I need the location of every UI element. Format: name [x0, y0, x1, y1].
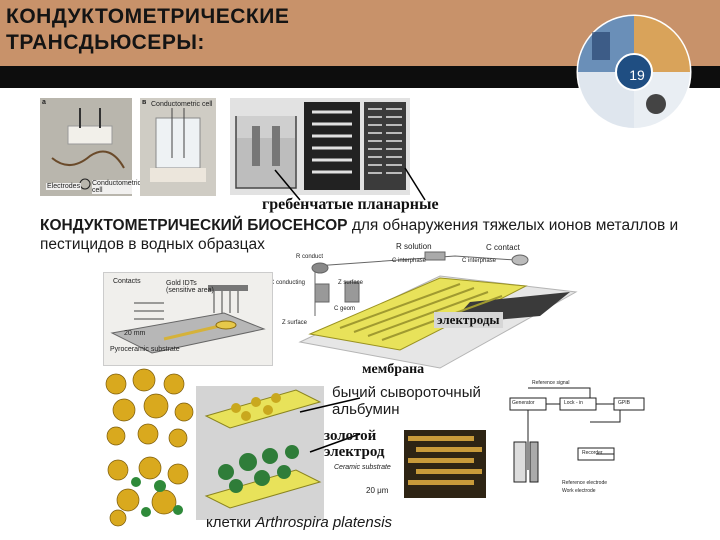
recorder-label: Recorder: [582, 450, 603, 456]
pointer-arrows-icon: [299, 397, 361, 453]
generator-label: Generator: [512, 400, 535, 406]
reference-electrode-label: Reference electrode: [562, 480, 608, 486]
globe-logo-icon: [576, 14, 692, 130]
c-geom-label: C geom: [334, 306, 356, 312]
albumin-label: бычий сывороточный альбумин: [332, 384, 481, 418]
idt-length-label: 20 mm: [124, 330, 146, 337]
comb-planar-caption: гребенчатые планарные: [262, 196, 439, 213]
biosensor-heading: КОНДУКТОМЕТРИЧЕСКИЙ БИОСЕНСОР для обнару…: [40, 216, 680, 254]
panel-a-label-left: Electrodes: [46, 183, 82, 190]
electrode-3d-icon: [196, 386, 324, 520]
cells-label: клетки Arthrospira platensis: [206, 514, 392, 531]
microscope-image: [404, 430, 486, 498]
protein-albumin-image: [98, 366, 198, 448]
arrows-icon: [274, 167, 426, 201]
idt-gold-label: Gold IDTs (sensitive area): [166, 280, 214, 294]
microscope-comb-icon: [404, 430, 486, 498]
c-interphase-left: C interphase: [392, 258, 427, 264]
electrode-3d-panel: [196, 386, 324, 520]
idt-substrate-label: Pyroceramic substrate: [110, 346, 180, 353]
instrument-block-diagram: [509, 387, 645, 483]
panel-b-label: Conductometric cell: [151, 101, 213, 108]
cells-species: Arthrospira platensis: [255, 514, 393, 531]
c-conduct-label: C conducting: [270, 280, 306, 286]
equivalent-circuit-diagram: [311, 251, 529, 316]
photo-electrodes: [40, 98, 132, 196]
gold-electrode-label: золотой электрод: [324, 428, 385, 460]
work-electrode-label: Work electrode: [562, 488, 596, 494]
comb-electrode-icon: [230, 98, 410, 195]
gpib-label: GPIB: [618, 400, 630, 406]
comb-electrode-diagram: [230, 98, 410, 195]
r-conduct-label: R conduct: [296, 254, 324, 260]
z-surface-label: Z surface: [282, 320, 308, 326]
z-surface-top-label: Z surface: [338, 280, 364, 286]
scale-label: 20 μm: [366, 486, 389, 495]
reference-signal-label: Reference signal: [532, 380, 570, 386]
panel-b-letter: в: [142, 99, 147, 106]
cell-photo-icon: [140, 98, 216, 196]
idt-contacts-label: Contacts: [113, 278, 141, 285]
idt-chip-icon: [110, 285, 266, 354]
photo-cell: [140, 98, 216, 196]
cells-albumin-image: [98, 452, 198, 528]
lock-in-label: Lock - in: [564, 400, 583, 406]
slide-title: КОНДУКТОМЕТРИЧЕСКИЕ ТРАНСДЬЮСЕРЫ:: [6, 5, 290, 54]
slide-number: 19: [629, 67, 645, 83]
panel-a-letter: a: [42, 99, 46, 106]
cells-prefix: клетки: [206, 514, 256, 531]
electrodes-label: электроды: [434, 312, 503, 328]
header-bar: [0, 66, 720, 88]
panel-a-label-right: Conductometric cell: [92, 180, 142, 194]
c-contact-label: C contact: [486, 243, 520, 252]
idt-chip-diagram: [103, 272, 273, 366]
electrodes-photo-icon: [40, 98, 132, 196]
biosensor-bold: КОНДУКТОМЕТРИЧЕСКИЙ БИОСЕНСОР: [40, 217, 348, 234]
biosensor-rest: для обнаружения тяжелых ионов металлов и…: [40, 217, 679, 253]
membrane-label: мембрана: [362, 362, 425, 377]
ceramic-substrate-label: Ceramic substrate: [334, 464, 391, 471]
c-interphase-right: C interphase: [462, 258, 497, 264]
r-solution-label: R solution: [396, 242, 432, 251]
